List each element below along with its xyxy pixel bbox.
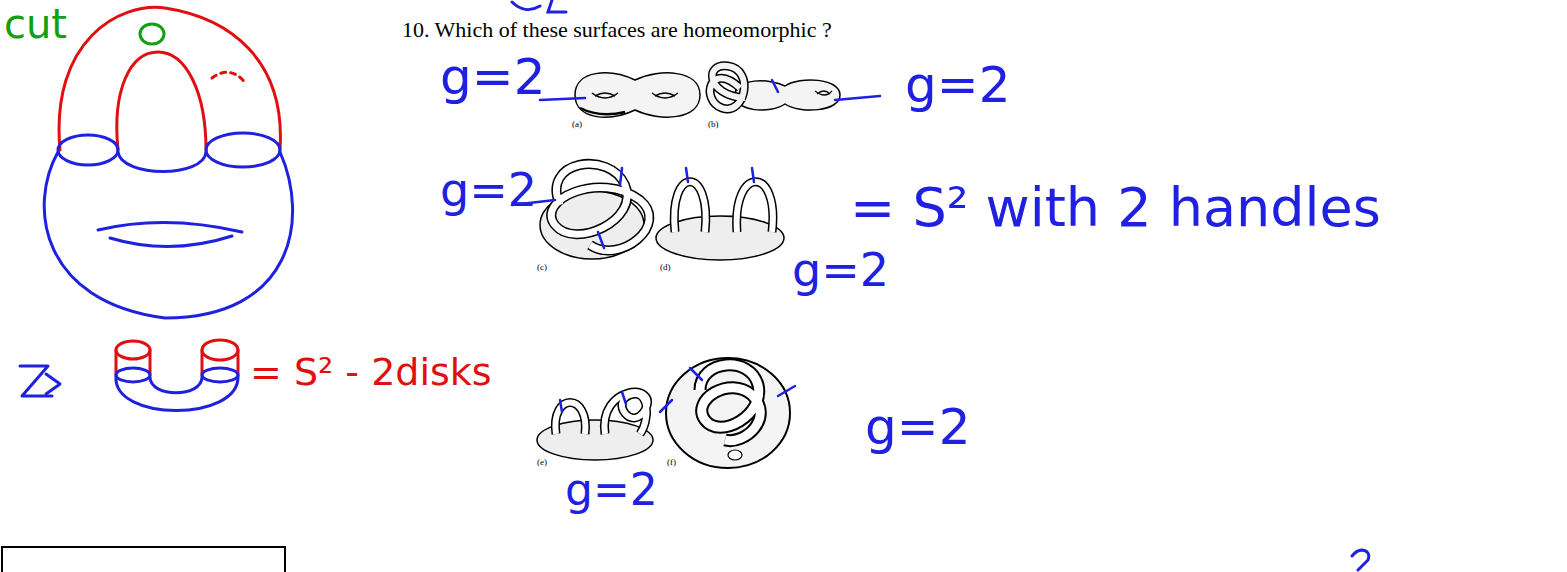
question-heading: 10. Which of these surfaces are homeomor… <box>402 18 832 42</box>
surface-a-part <box>595 93 615 96</box>
surface-c <box>540 164 649 259</box>
cut-open-sketch-part <box>116 350 238 375</box>
surface-f-part <box>700 365 760 441</box>
cut-open-sketch-part <box>116 341 150 359</box>
genus-ticks-part <box>835 96 880 100</box>
surface-e-part <box>604 392 647 434</box>
surface-e-part <box>604 392 647 434</box>
blue-surface-sketch-part <box>118 152 206 172</box>
surface-a-part <box>575 73 700 117</box>
surface-e-part <box>555 403 585 435</box>
figure-letter: (a) <box>572 120 582 130</box>
genus-note: g=2 <box>865 400 970 455</box>
figure-letter: (d) <box>660 263 671 273</box>
genus-ticks-part <box>660 400 672 412</box>
blue-surface-sketch-part <box>58 135 118 165</box>
genus-note: g=2 <box>905 58 1010 113</box>
surface-a-part <box>580 108 625 114</box>
genus-note: g=2 <box>565 466 658 514</box>
edge-scribbles <box>512 0 1369 570</box>
genus-ticks-part <box>560 400 562 412</box>
figure-letter: (e) <box>537 458 547 468</box>
implies-arrow <box>20 366 60 396</box>
cut-open-sketch-part <box>150 377 202 393</box>
figure-letter: (c) <box>537 263 547 273</box>
surface-f-part <box>666 358 790 468</box>
green-cut-mark <box>140 24 164 44</box>
surface-a-part <box>655 93 675 96</box>
genus-ticks-part <box>686 168 688 182</box>
disks-note: = S² - 2disks <box>250 352 492 394</box>
surface-c-part <box>551 164 649 250</box>
implies-arrow-part <box>46 374 60 394</box>
genus-note: g=2 <box>792 245 889 296</box>
surface-b-part <box>710 66 745 109</box>
surface-d-part <box>674 182 706 232</box>
blue-surface-sketch-part <box>98 222 242 232</box>
red-handle-sketch-part <box>117 52 206 150</box>
blue-surface-sketch-part <box>110 236 232 247</box>
surface-a-part <box>652 93 678 98</box>
edge-scribbles-part <box>1352 550 1369 570</box>
surface-e-part <box>555 403 585 435</box>
surface-c-part <box>551 164 649 250</box>
genus-ticks-part <box>622 392 626 404</box>
surface-d-part <box>737 182 773 232</box>
red-handle-sketch <box>59 7 280 150</box>
red-handle-sketch-part <box>59 7 280 150</box>
blue-surface-sketch-part <box>206 133 280 167</box>
cut-open-sketch <box>116 340 238 411</box>
answer-box <box>2 547 285 572</box>
handles-note: = S² with 2 handles <box>850 178 1381 237</box>
blue-surface-sketch <box>44 133 292 318</box>
genus-ticks-part <box>772 80 778 92</box>
cut-open-sketch-part <box>202 368 238 382</box>
cut-note: cut <box>4 2 67 46</box>
surface-f <box>666 358 790 468</box>
surface-b-part <box>735 80 840 110</box>
genus-note: g=2 <box>440 165 537 216</box>
cut-open-sketch-part <box>116 368 150 382</box>
genus-ticks-part <box>620 168 622 185</box>
figure-letter: (f) <box>667 458 676 468</box>
cut-open-sketch-part <box>116 376 238 411</box>
edge-scribbles-part <box>548 0 566 12</box>
surface-d <box>656 182 784 260</box>
green-cut-mark-part <box>140 24 164 44</box>
surface-a-part <box>592 93 618 98</box>
surface-f-part <box>700 365 760 441</box>
surface-e <box>537 392 653 460</box>
genus-ticks-part <box>540 98 585 100</box>
genus-ticks-part <box>778 386 795 396</box>
surface-b-part <box>815 91 832 95</box>
genus-ticks-part <box>690 368 702 380</box>
figure-letter: (b) <box>708 120 719 130</box>
surface-a <box>575 73 700 117</box>
surface-d-part <box>674 182 706 232</box>
surface-b <box>710 66 840 110</box>
genus-ticks-part <box>598 232 604 248</box>
answer-box-part <box>2 547 285 572</box>
genus-ticks-part <box>752 168 754 182</box>
blue-surface-sketch-part <box>44 152 292 318</box>
edge-scribbles-part <box>512 2 540 9</box>
genus-note: g=2 <box>440 50 545 105</box>
red-handle-sketch-part <box>212 72 246 84</box>
cut-open-sketch-part <box>202 340 238 360</box>
surface-f-part <box>728 450 742 460</box>
surface-d-part <box>737 182 773 232</box>
surface-b-part <box>710 66 745 109</box>
